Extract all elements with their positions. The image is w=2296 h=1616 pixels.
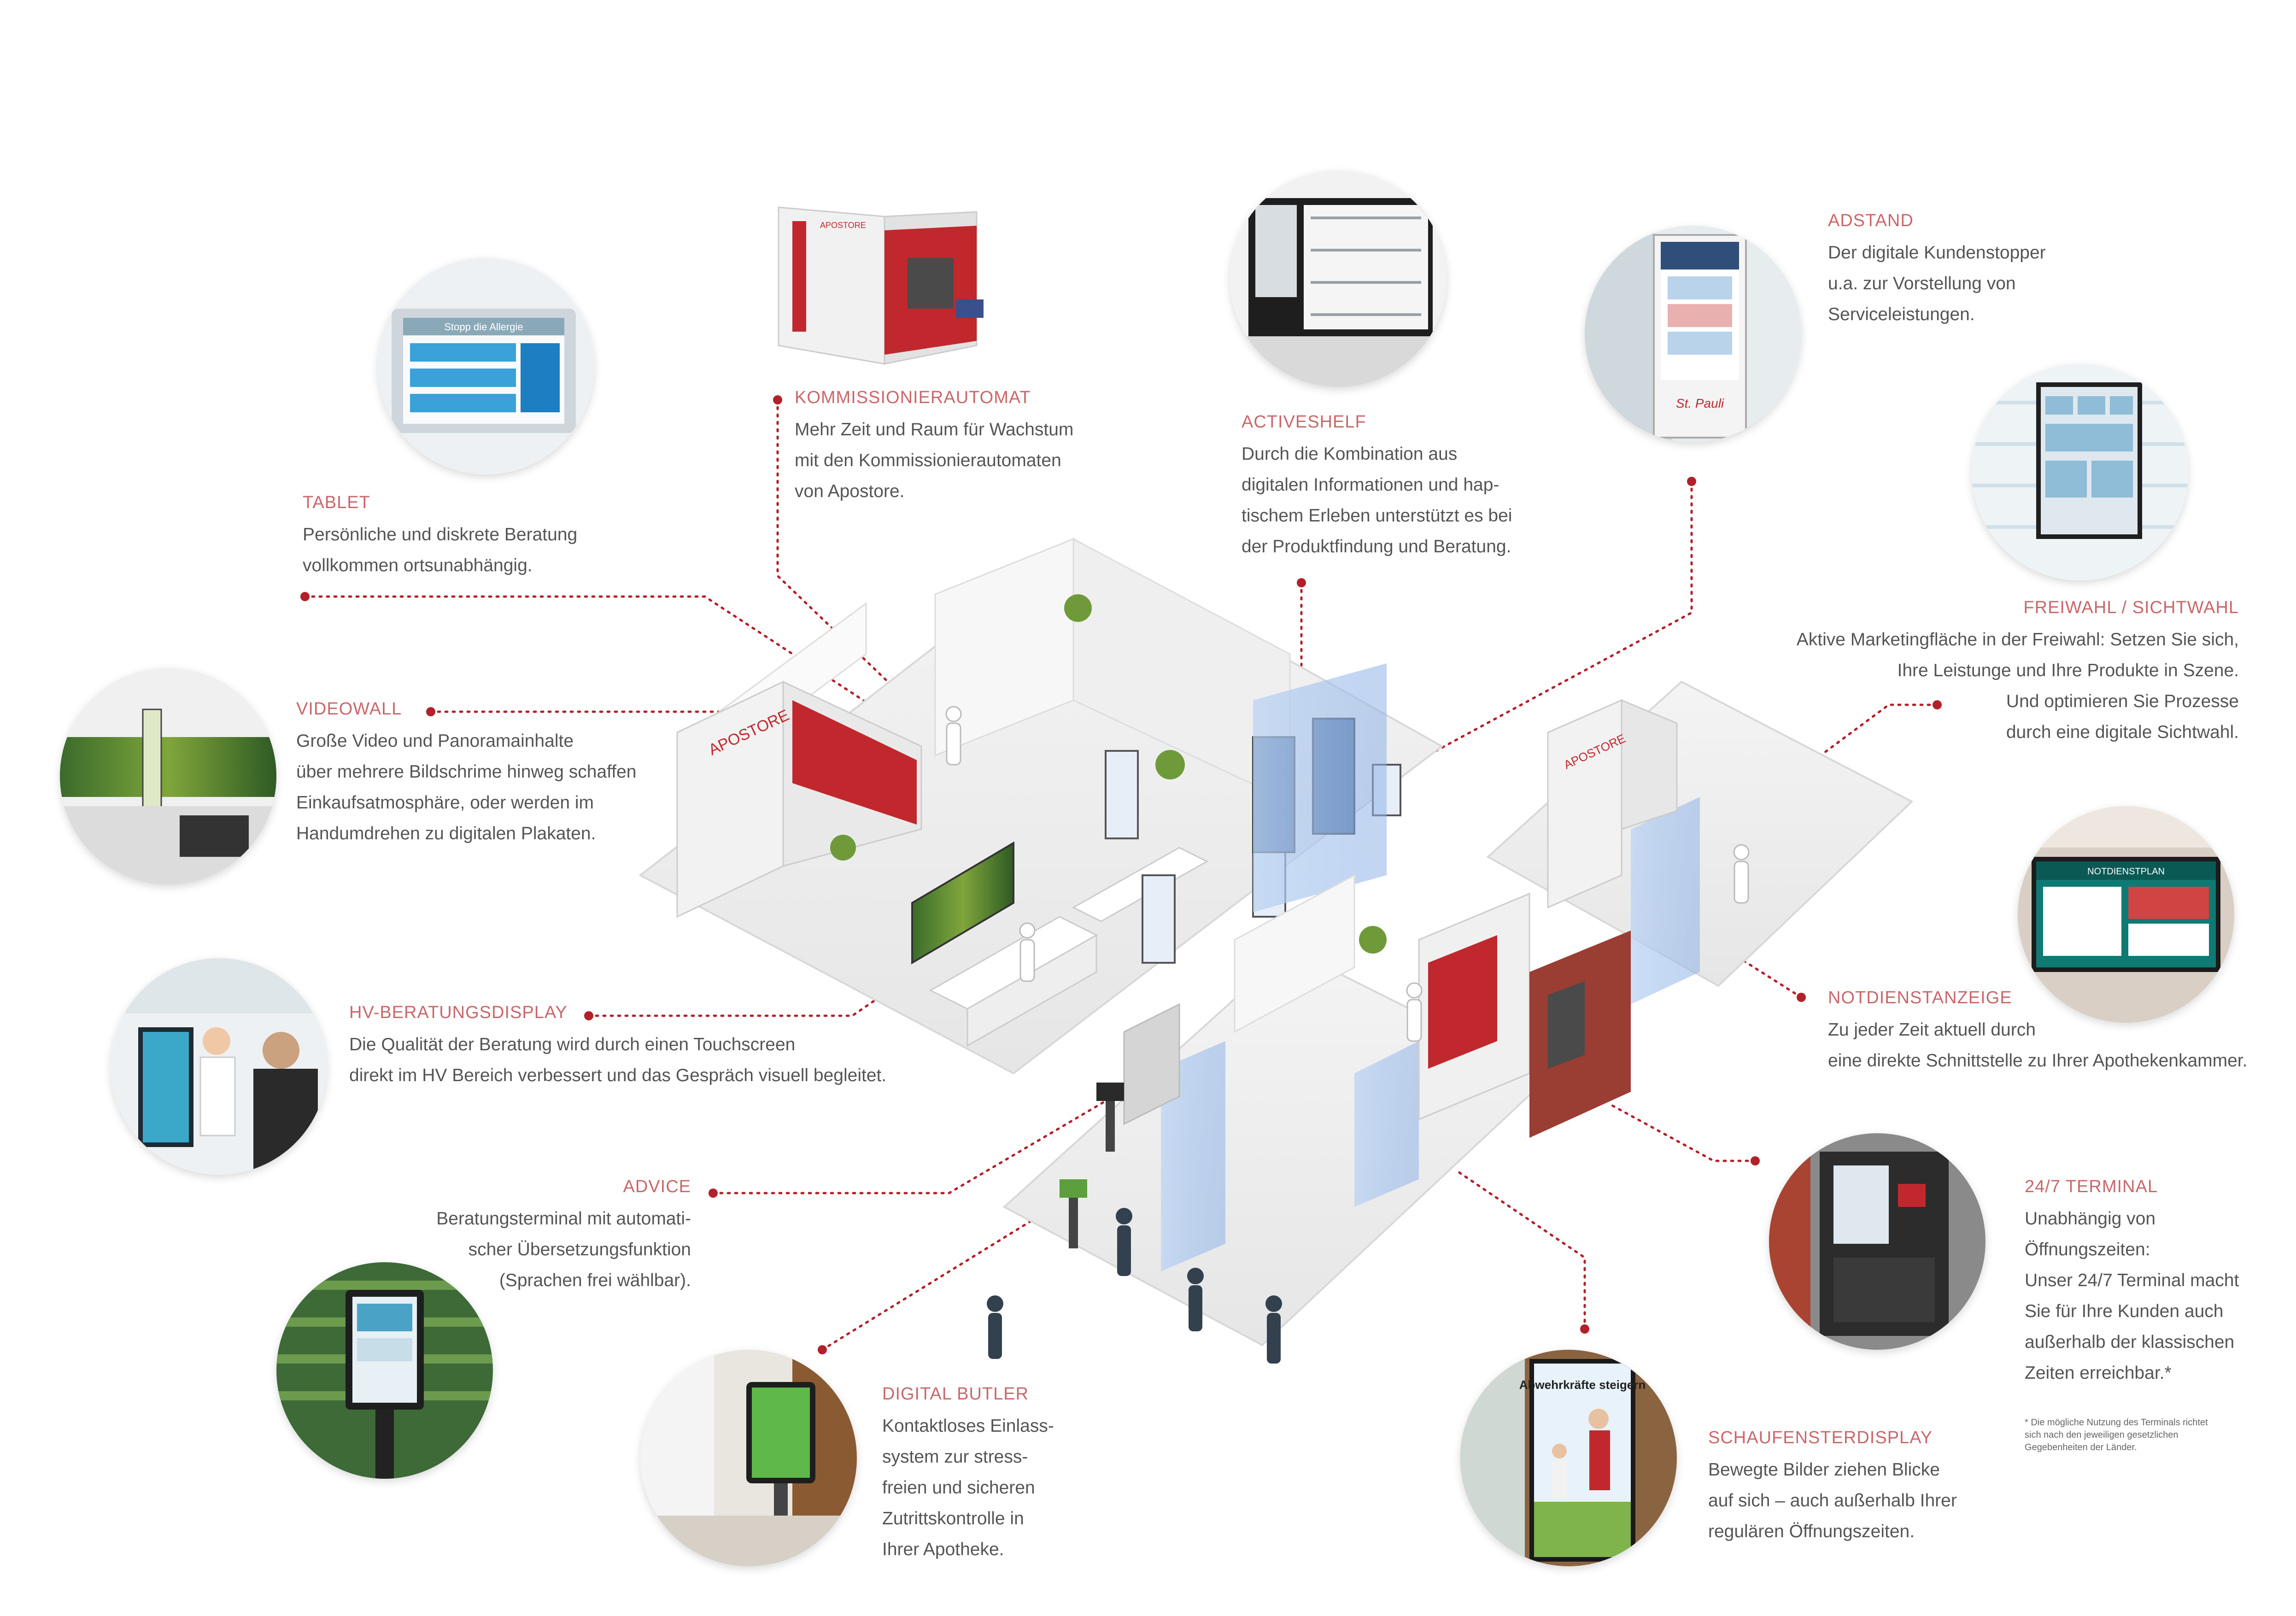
label-schaufensterdisplay: SCHAUFENSTERDISPLAY Bewegte Bilder ziehe… [1708, 1428, 1994, 1547]
label-desc: Große Video und Panoramainhalte über meh… [296, 731, 637, 843]
label-desc: Kontaktloses Einlass- system zur stress-… [882, 1416, 1054, 1559]
label-desc: Aktive Marketingfläche in der Freiwahl: … [1796, 630, 2239, 742]
label-adstand: ADSTAND Der digitale Kundenstopper u.a. … [1828, 211, 2150, 330]
label-desc: Mehr Zeit und Raum für Wachstum mit den … [795, 420, 1074, 501]
label-videowall: VIDEOWALL Große Video und Panoramainhalt… [296, 699, 674, 849]
label-title: NOTDIENSTANZEIGE [1828, 988, 2012, 1007]
label-desc: Der digitale Kundenstopper u.a. zur Vors… [1828, 243, 2046, 324]
notdienst-screen-title: NOTDIENSTPLAN [2087, 867, 2165, 877]
label-title: ADSTAND [1828, 211, 1914, 230]
label-desc: Die Qualität der Beratung wird durch ein… [349, 1035, 887, 1085]
label-title: DIGITAL BUTLER [882, 1384, 1029, 1404]
label-freiwahl: FREIWAHL / SICHTWAHL Aktive Marketingflä… [1764, 598, 2239, 748]
label-tablet: TABLET Persönliche und diskrete Beratung… [303, 493, 634, 581]
label-title: 24/7 TERMINAL [2025, 1177, 2158, 1196]
videowall-photo [60, 668, 276, 884]
label-desc: Durch die Kombination aus digitalen Info… [1242, 444, 1512, 556]
label-advice: ADVICE Beratungsterminal mit automati- s… [369, 1177, 691, 1296]
kommissionierautomat-photo: APOSTORE [746, 193, 1013, 378]
schaufenster-screen-text: Abwehrkräfte steigern [1519, 1378, 1646, 1392]
label-activeshelf: ACTIVESHELF Durch die Kombination aus di… [1242, 412, 1573, 562]
terminal-footnote: * Die mögliche Nutzung des Terminals ric… [2025, 1417, 2208, 1452]
label-title: KOMMISSIONIERAUTOMAT [795, 388, 1031, 407]
label-title: TABLET [303, 493, 370, 512]
terminal-photo [1769, 1133, 1986, 1350]
activeshelf-photo [1230, 170, 1447, 387]
floor-videowall [911, 841, 1014, 965]
hv-beratungsdisplay-photo [111, 958, 327, 1175]
label-title: HV-BERATUNGSDISPLAY [349, 1003, 568, 1022]
notdienstanzeige-photo: NOTDIENSTPLAN [2018, 806, 2234, 1023]
label-desc: Bewegte Bilder ziehen Blicke auf sich – … [1708, 1460, 1957, 1541]
label-desc: Beratungsterminal mit automati- scher Üb… [436, 1209, 691, 1290]
tablet-screen-title: Stopp die Allergie [444, 321, 523, 333]
label-hv-beratungsdisplay: HV-BERATUNGSDISPLAY Die Qualität der Ber… [349, 1003, 939, 1091]
label-desc: Zu jeder Zeit aktuell durch eine direkte… [1828, 1020, 2248, 1071]
advice-photo [276, 1262, 493, 1479]
adstand-brand: St. Pauli [1676, 396, 1724, 410]
label-desc: Persönliche und diskrete Beratung vollko… [303, 525, 578, 575]
kommissionierautomat-logo: APOSTORE [820, 221, 866, 230]
tablet-photo: Stopp die Allergie [378, 258, 594, 474]
label-title: VIDEOWALL [296, 699, 402, 719]
label-247-terminal: 24/7 TERMINAL Unabhängig von Öffnungszei… [2025, 1177, 2283, 1388]
label-title: FREIWAHL / SICHTWAHL [2023, 598, 2239, 617]
label-notdienstanzeige: NOTDIENSTANZEIGE Zu jeder Zeit aktuell d… [1828, 988, 2279, 1076]
label-kommissionierautomat: KOMMISSIONIERAUTOMAT Mehr Zeit und Raum … [795, 388, 1163, 507]
label-digital-butler: DIGITAL BUTLER Kontaktloses Einlass- sys… [882, 1384, 1122, 1565]
label-title: SCHAUFENSTERDISPLAY [1708, 1428, 1933, 1447]
digital-butler-photo [640, 1350, 857, 1566]
label-desc: Unabhängig von Öffnungszeiten: Unser 24/… [2025, 1209, 2239, 1383]
label-title: ADVICE [623, 1177, 691, 1196]
freiwahl-photo [1972, 364, 2188, 580]
adstand-photo: St. Pauli [1585, 226, 1801, 442]
label-title: ACTIVESHELF [1242, 412, 1366, 432]
schaufensterdisplay-photo: Abwehrkräfte steigern [1460, 1350, 1677, 1566]
